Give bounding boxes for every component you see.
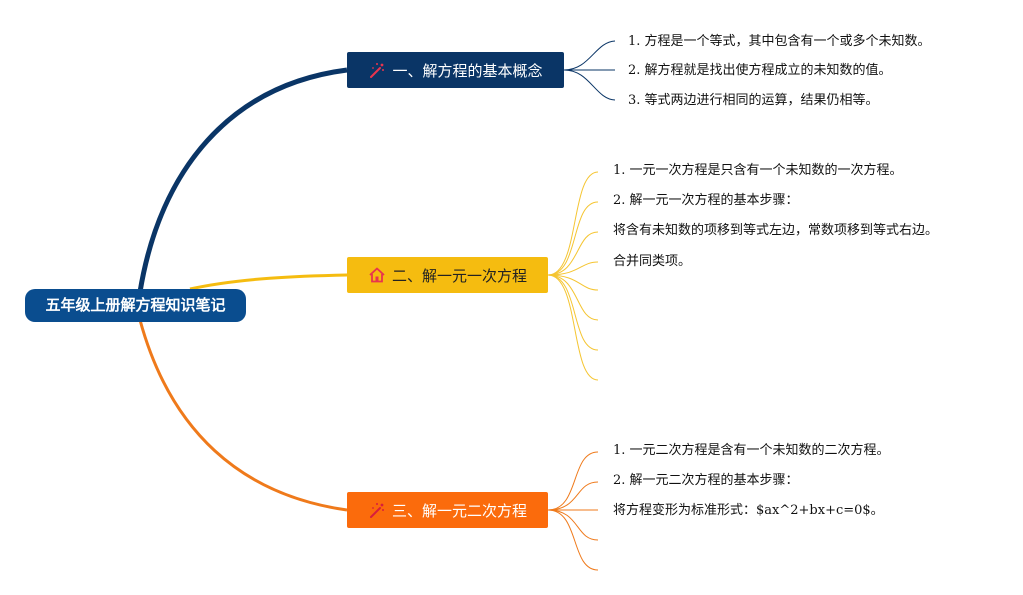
branch-node-basic-concepts[interactable]: 一、解方程的基本概念 — [347, 52, 564, 88]
leaf-item[interactable]: 3. 等式两边进行相同的运算，结果仍相等。 — [628, 93, 879, 108]
leaf-item[interactable]: 将含有未知数的项移到等式左边，常数项移到等式右边。 — [613, 223, 939, 238]
leaf-item[interactable]: 2. 解方程就是找出使方程成立的未知数的值。 — [628, 63, 892, 78]
magic-wand-icon — [368, 501, 386, 519]
branch-label: 三、解一元二次方程 — [391, 501, 527, 520]
branch-node-quadratic-equations[interactable]: 三、解一元二次方程 — [347, 492, 548, 528]
leaf-item[interactable]: 1. 方程是一个等式，其中包含有一个或多个未知数。 — [628, 34, 931, 49]
connector-root-branch1 — [137, 67, 348, 293]
branch-label: 一、解方程的基本概念 — [392, 61, 543, 80]
connector-root-branch2 — [189, 273, 348, 291]
home-icon — [368, 266, 386, 284]
leaf-item[interactable]: 1. 一元二次方程是含有一个未知数的二次方程。 — [613, 443, 890, 458]
branch-label: 二、解一元一次方程 — [391, 266, 527, 285]
magic-wand-icon — [368, 61, 386, 79]
leaf-item[interactable]: 合并同类项。 — [613, 254, 692, 269]
leaf-item[interactable]: 1. 一元一次方程是只含有一个未知数的一次方程。 — [613, 163, 903, 178]
leaf-item[interactable]: 将方程变形为标准形式：$ax^2+bx+c=0$。 — [613, 503, 884, 518]
leaf-item[interactable]: 2. 解一元一次方程的基本步骤： — [613, 193, 799, 208]
branch-node-linear-equations[interactable]: 二、解一元一次方程 — [347, 257, 548, 293]
root-node[interactable]: 五年级上册解方程知识笔记 — [25, 289, 246, 322]
connector-root-branch3 — [138, 319, 348, 512]
root-label: 五年级上册解方程知识笔记 — [45, 296, 226, 314]
leaf-item[interactable]: 2. 解一元二次方程的基本步骤： — [613, 473, 799, 488]
